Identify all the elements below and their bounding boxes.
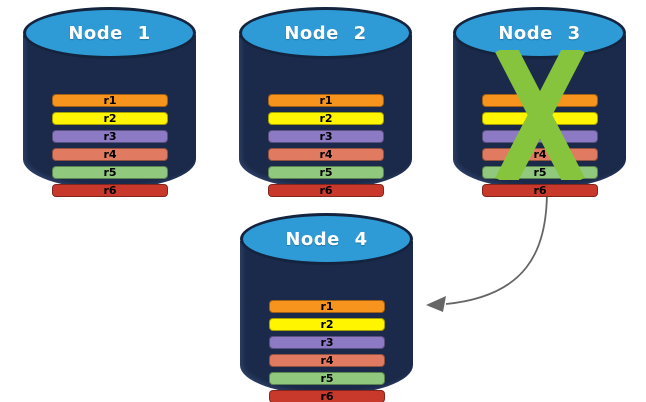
node-1-replica-r2: r2 bbox=[52, 112, 168, 125]
node-1-replica-r6: r6 bbox=[52, 184, 168, 197]
db-node-2: r1 r2 r3 r4 r5 r6 Node 2 bbox=[239, 7, 412, 197]
node-2-replica-r4: r4 bbox=[268, 148, 384, 161]
node-2-replica-r3: r3 bbox=[268, 130, 384, 143]
node-1-replica-r5: r5 bbox=[52, 166, 168, 179]
node-2-replica-r6: r6 bbox=[268, 184, 384, 197]
cylinder-top: Node 4 bbox=[240, 213, 413, 265]
node-4-replica-r2: r2 bbox=[269, 318, 385, 331]
node-2-replica-r2: r2 bbox=[268, 112, 384, 125]
node-1-replica-r1: r1 bbox=[52, 94, 168, 107]
node-4-replica-r1: r1 bbox=[269, 300, 385, 313]
node-4-replica-r5: r5 bbox=[269, 372, 385, 385]
replica-list: r1 r2 r3 r4 r5 r6 bbox=[269, 300, 385, 402]
node-1-replica-r3: r3 bbox=[52, 130, 168, 143]
cylinder-body: r1 r2 r3 r4 r5 r6 bbox=[240, 241, 413, 402]
cylinder-body: r1 r2 r3 r4 r5 r6 bbox=[239, 35, 412, 197]
cylinder-top: Node 2 bbox=[239, 7, 412, 59]
node-1-title: Node 1 bbox=[68, 22, 151, 44]
node-4-replica-r4: r4 bbox=[269, 354, 385, 367]
node-3-title: Node 3 bbox=[498, 22, 581, 44]
node-2-replica-r1: r1 bbox=[268, 94, 384, 107]
replica-list: r1 r2 r3 r4 r5 r6 bbox=[52, 94, 168, 202]
cylinder-body: r1 r2 r3 r4 r5 r6 bbox=[23, 35, 196, 197]
node-1-replica-r4: r4 bbox=[52, 148, 168, 161]
node-3-replica-r6: r6 bbox=[482, 184, 598, 197]
node-4-replica-r6: r6 bbox=[269, 390, 385, 402]
failure-x-icon bbox=[495, 50, 585, 180]
db-node-4: r1 r2 r3 r4 r5 r6 Node 4 bbox=[240, 213, 413, 402]
node-4-replica-r3: r3 bbox=[269, 336, 385, 349]
node-2-title: Node 2 bbox=[284, 22, 367, 44]
cylinder-top: Node 3 bbox=[453, 7, 626, 59]
node-4-title: Node 4 bbox=[285, 228, 368, 250]
cylinder-top: Node 1 bbox=[23, 7, 196, 59]
replica-list: r1 r2 r3 r4 r5 r6 bbox=[268, 94, 384, 202]
db-node-1: r1 r2 r3 r4 r5 r6 Node 1 bbox=[23, 7, 196, 197]
node-2-replica-r5: r5 bbox=[268, 166, 384, 179]
